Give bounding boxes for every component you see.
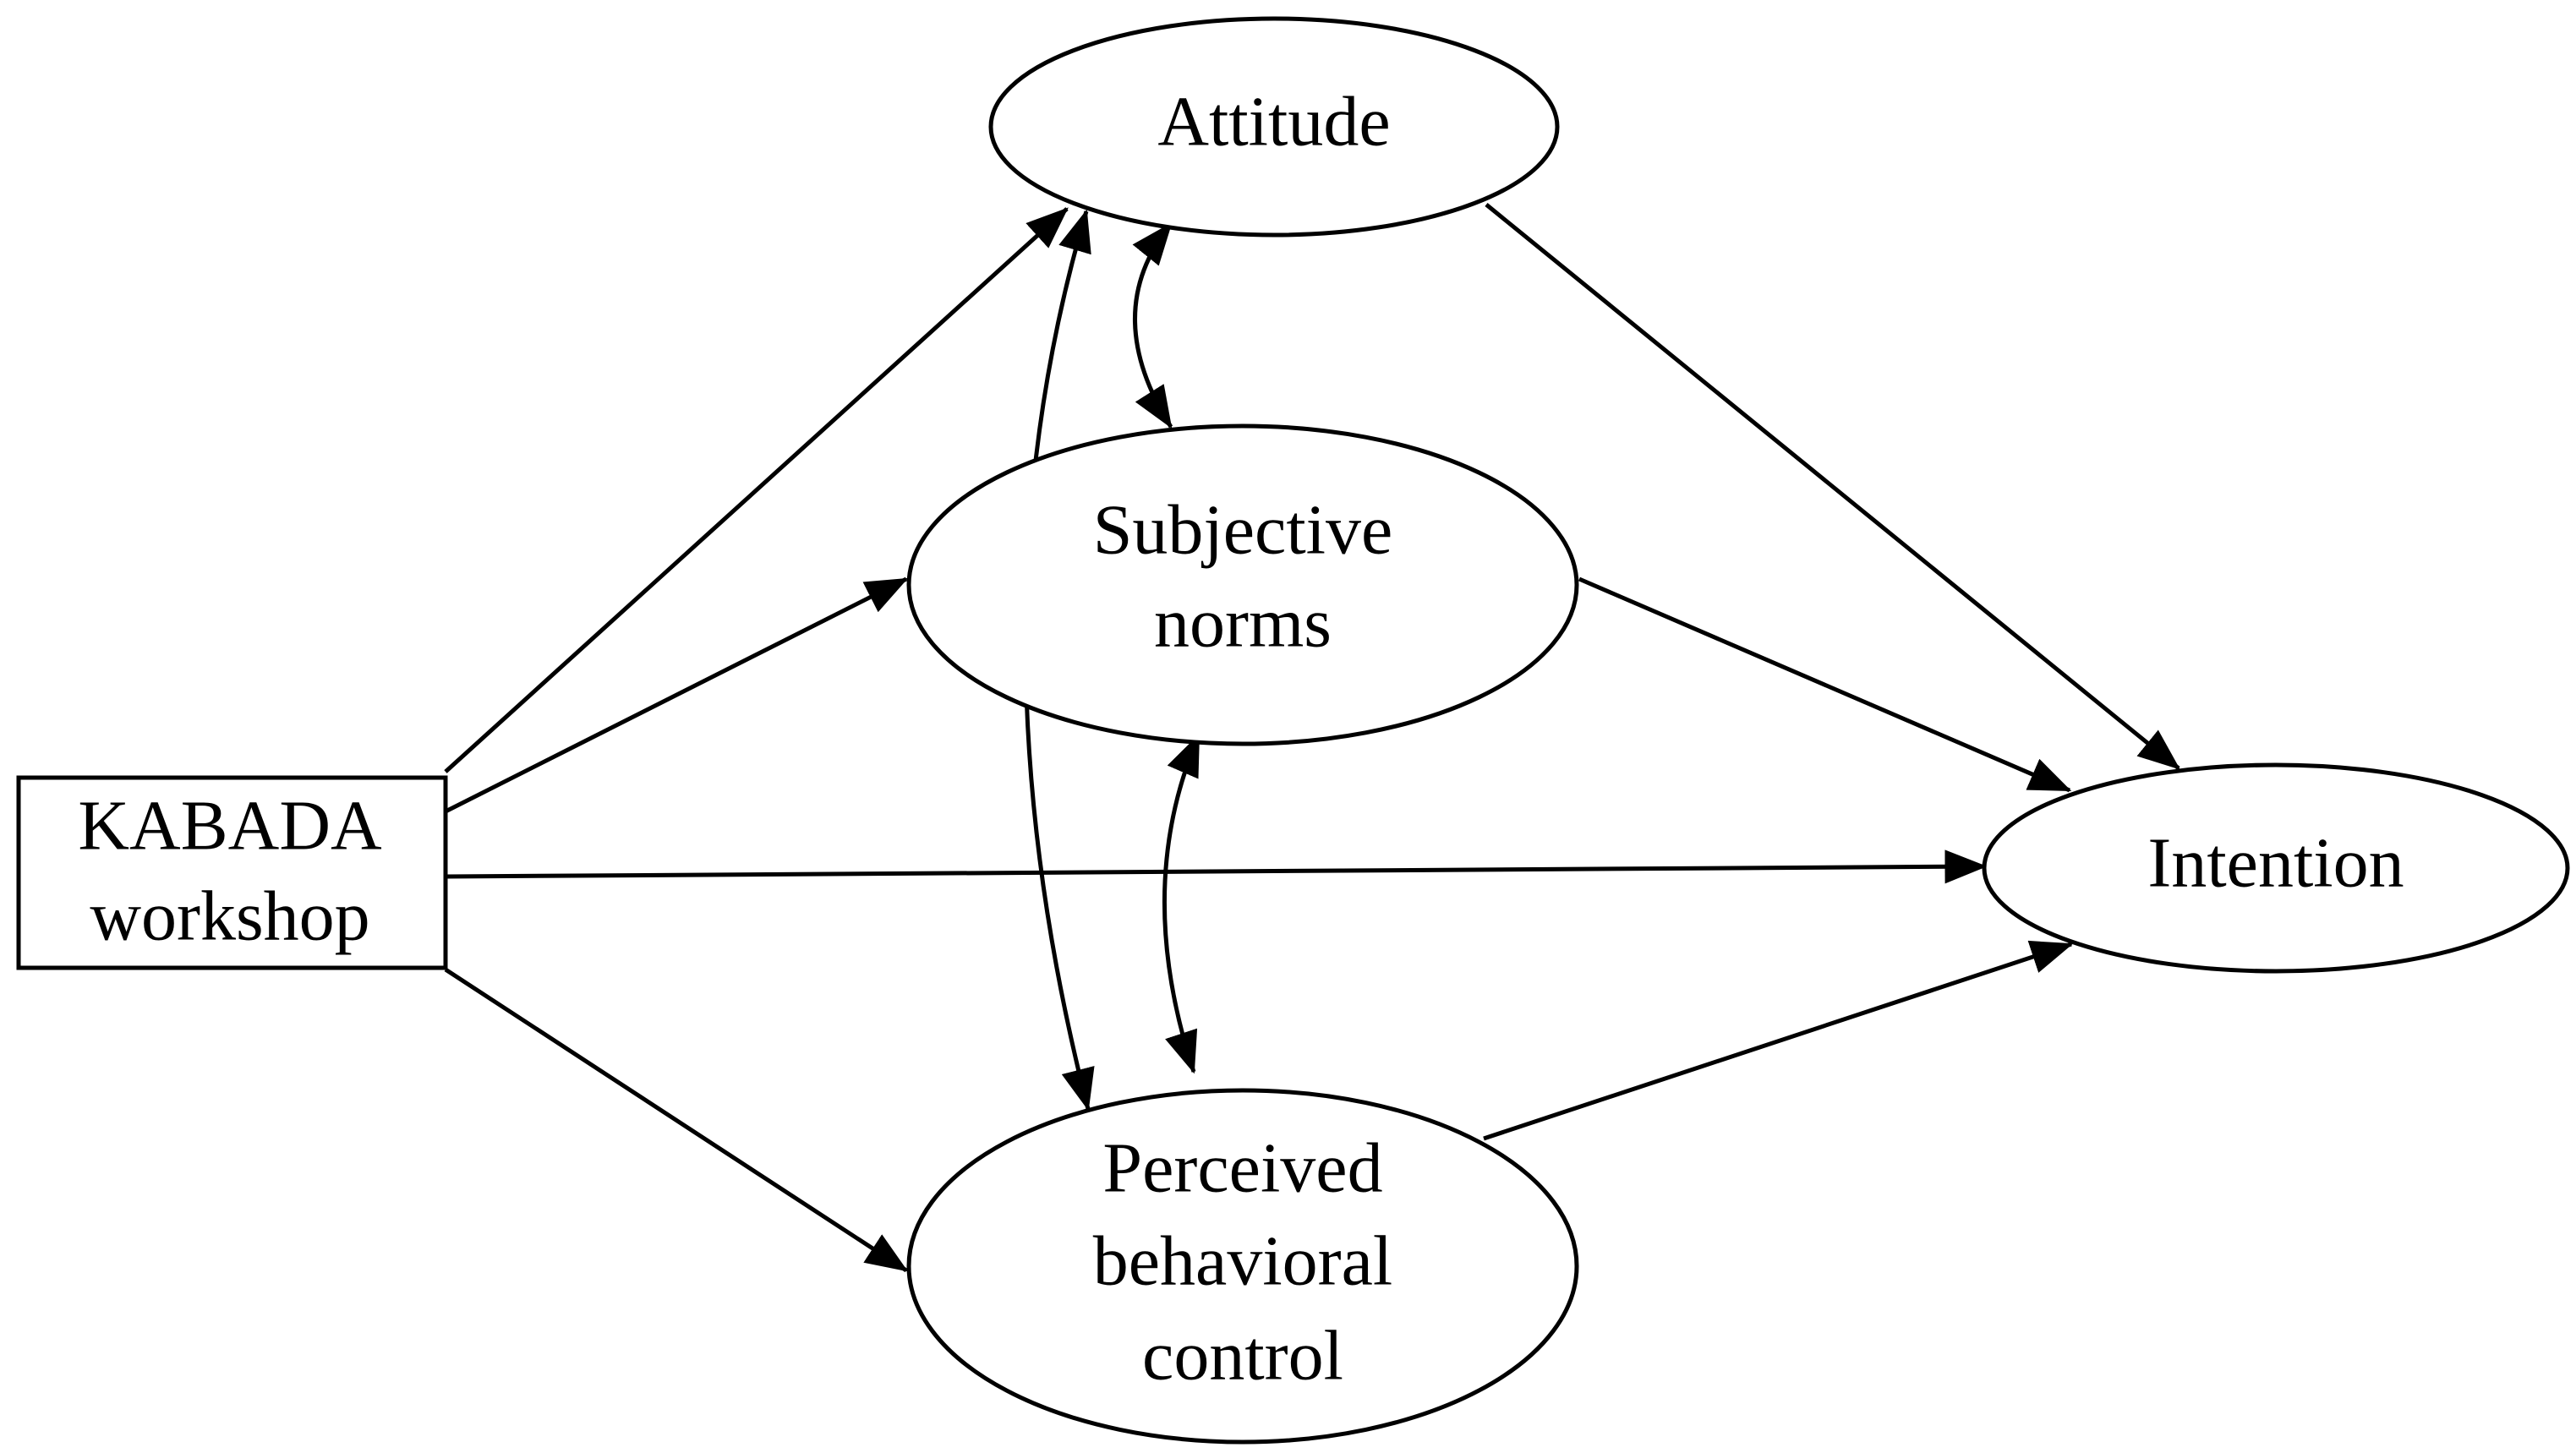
pbc-label-line-3: control [1142, 1316, 1343, 1395]
edge-kabada-to-attitude [444, 207, 1069, 773]
intention-ellipse [1982, 762, 2570, 974]
node-perceived-behavioral-control: Perceived behavioral control [906, 1088, 1579, 1445]
edge-subjective-norms-pbc-correlation [1162, 733, 1201, 1074]
pbc-ellipse [906, 1088, 1579, 1445]
kabada-label-line-2: workshop [90, 877, 369, 955]
subjective-norms-label-line-1: Subjective [1093, 490, 1393, 569]
node-attitude: Attitude [988, 16, 1560, 238]
subjective-norms-label-line-2: norms [1154, 583, 1332, 662]
edges [444, 203, 2180, 1273]
edge-subjective-norms-to-intention [1578, 576, 2072, 793]
edge-attitude-subjective-norms-correlation [1132, 222, 1173, 429]
kabada-box [16, 775, 448, 970]
kabada-label-line-1: KABADA [78, 786, 382, 865]
intention-label: Intention [2147, 823, 2404, 902]
edge-kabada-to-intention [445, 849, 1988, 884]
attitude-ellipse [988, 16, 1560, 238]
edge-attitude-to-intention [1485, 203, 2180, 770]
attitude-label: Attitude [1157, 82, 1390, 161]
pbc-label-line-2: behavioral [1093, 1221, 1393, 1300]
node-intention: Intention [1982, 762, 2570, 974]
pbc-label-line-1: Perceived [1102, 1128, 1382, 1207]
edge-kabada-to-pbc [444, 967, 909, 1273]
edge-pbc-to-intention [1483, 940, 2074, 1141]
subjective-norms-ellipse [906, 423, 1579, 746]
node-kabada-workshop: KABADA workshop [16, 775, 448, 970]
node-subjective-norms: Subjective norms [906, 423, 1579, 746]
edge-kabada-to-subjective-norms [444, 576, 909, 814]
